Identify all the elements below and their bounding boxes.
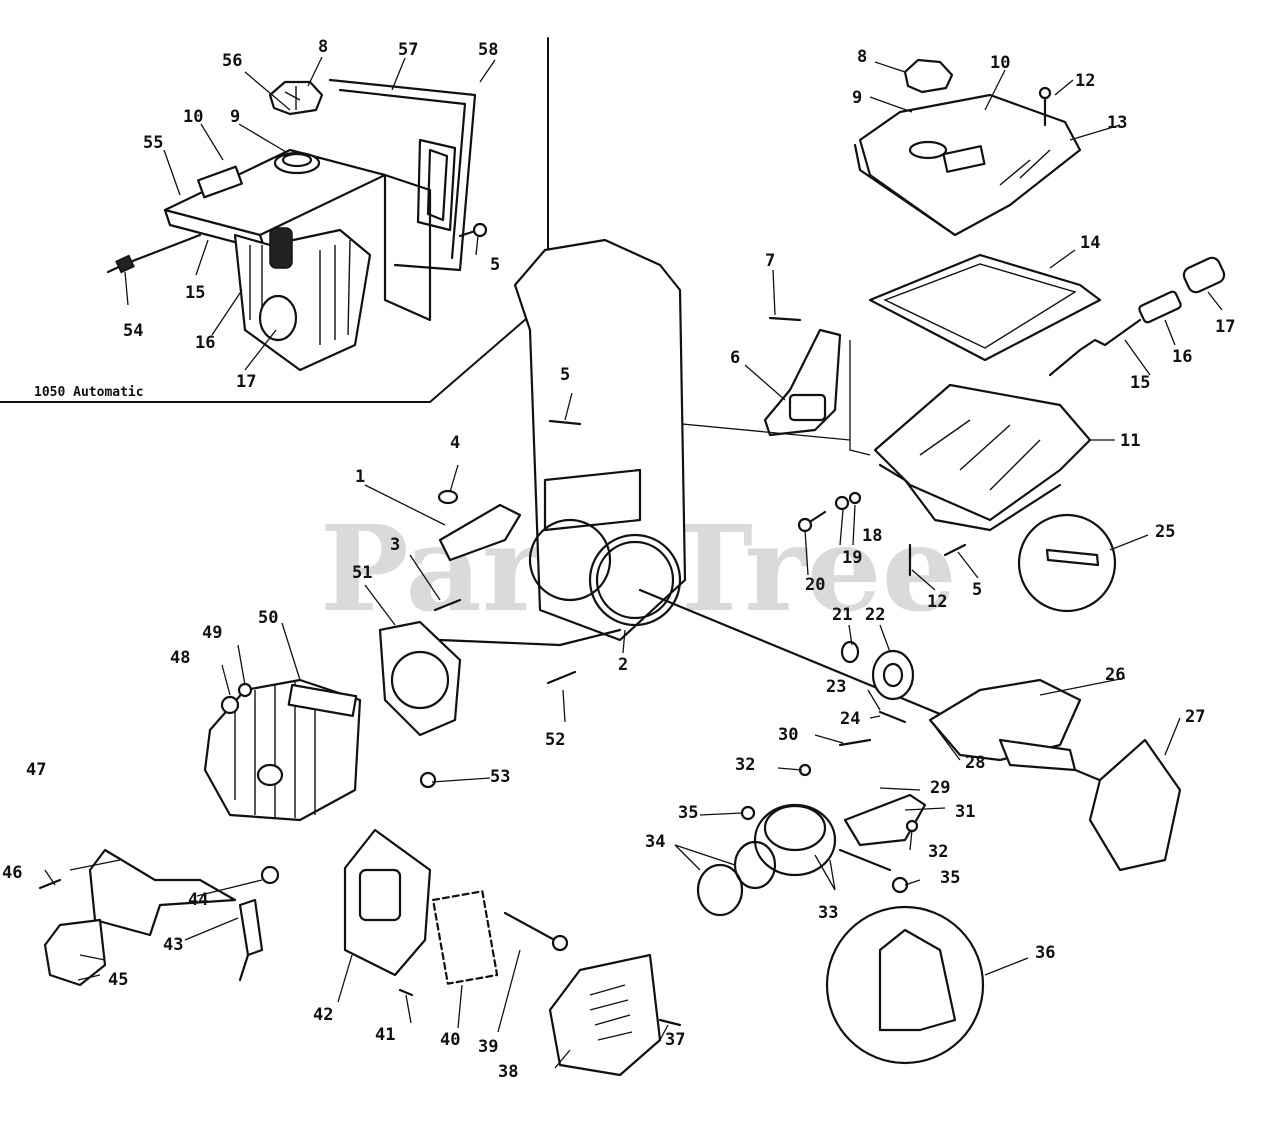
detail-circle-pin xyxy=(1017,513,1117,613)
inset-fuel-cap xyxy=(268,80,324,116)
callout-12-top: 12 xyxy=(1075,71,1095,91)
inset-callout-55: 55 xyxy=(143,133,163,153)
callout-6: 6 xyxy=(730,348,740,368)
callout-42: 42 xyxy=(313,1005,333,1025)
callout-10: 10 xyxy=(990,53,1010,73)
callout-12-bottom: 12 xyxy=(927,592,947,612)
fuel-cap xyxy=(903,58,954,94)
callout-53: 53 xyxy=(490,767,510,787)
spark-plug-boot xyxy=(43,918,107,987)
tank-gasket xyxy=(868,253,1102,362)
callout-48: 48 xyxy=(170,648,190,668)
piston-ring xyxy=(696,863,744,917)
callout-38: 38 xyxy=(498,1062,518,1082)
callout-17: 17 xyxy=(1215,317,1235,337)
piston xyxy=(753,803,837,877)
callout-16: 16 xyxy=(1172,347,1192,367)
callout-29: 29 xyxy=(930,778,950,798)
callout-34: 34 xyxy=(645,832,665,852)
callout-11: 11 xyxy=(1120,431,1140,451)
fuel-tank xyxy=(853,93,1082,237)
muffler-gasket xyxy=(431,890,499,985)
callout-18: 18 xyxy=(862,526,882,546)
cylinder-gasket xyxy=(378,620,462,737)
callout-37: 37 xyxy=(665,1030,685,1050)
spark-plug xyxy=(238,898,264,982)
callout-2: 2 xyxy=(618,655,628,675)
main-bearing xyxy=(871,649,915,701)
callout-51: 51 xyxy=(352,563,372,583)
callout-21: 21 xyxy=(832,605,852,625)
callout-35-left: 35 xyxy=(678,803,698,823)
callout-20: 20 xyxy=(805,575,825,595)
callout-31: 31 xyxy=(955,802,975,822)
inset-fuel-tank xyxy=(163,78,477,372)
callout-5-bottom: 5 xyxy=(972,580,982,600)
inset-callout-15: 15 xyxy=(185,283,205,303)
callout-25: 25 xyxy=(1155,522,1175,542)
inset-caption: 1050 Automatic xyxy=(34,385,144,400)
muffler xyxy=(548,953,662,1077)
callout-35-right: 35 xyxy=(940,868,960,888)
inset-callout-10: 10 xyxy=(183,107,203,127)
callout-leaders xyxy=(44,61,1223,1069)
callout-27: 27 xyxy=(1185,707,1205,727)
fuel-line xyxy=(1048,318,1142,377)
cylinder xyxy=(203,678,362,822)
engine-housing xyxy=(438,238,687,647)
callout-30: 30 xyxy=(778,725,798,745)
callout-9: 9 xyxy=(852,88,862,108)
crankshaft xyxy=(928,678,1082,772)
inset-callout-57: 57 xyxy=(398,40,418,60)
tank-base xyxy=(873,383,1092,532)
callout-47: 47 xyxy=(26,760,46,780)
fuel-line-end xyxy=(1182,256,1226,294)
detail-circle-cover xyxy=(825,905,985,1065)
muffler-base xyxy=(343,828,432,977)
crankcase-cover xyxy=(1088,738,1182,872)
callout-24: 24 xyxy=(840,709,860,729)
callout-5-top: 5 xyxy=(560,365,570,385)
callout-44: 44 xyxy=(188,890,208,910)
callout-14: 14 xyxy=(1080,233,1100,253)
callout-8: 8 xyxy=(857,47,867,67)
callout-19: 19 xyxy=(842,548,862,568)
inset-callout-58: 58 xyxy=(478,40,498,60)
inset-callout-54: 54 xyxy=(123,321,143,341)
inset-1050-automatic: 1050 Automatic xyxy=(0,37,549,403)
callout-33: 33 xyxy=(818,903,838,923)
callout-4: 4 xyxy=(450,433,460,453)
housing-arm xyxy=(438,503,522,562)
inset-callout-5: 5 xyxy=(490,255,500,275)
callout-26: 26 xyxy=(1105,665,1125,685)
callout-36: 36 xyxy=(1035,943,1055,963)
callout-3: 3 xyxy=(390,535,400,555)
callout-1: 1 xyxy=(355,467,365,487)
inset-callout-56: 56 xyxy=(222,51,242,71)
callout-13: 13 xyxy=(1107,113,1127,133)
inset-callout-9: 9 xyxy=(230,107,240,127)
cylinder-shroud xyxy=(88,848,237,937)
callout-22: 22 xyxy=(865,605,885,625)
callout-28: 28 xyxy=(965,753,985,773)
callout-39: 39 xyxy=(478,1037,498,1057)
inset-callout-8: 8 xyxy=(318,37,328,57)
callout-50: 50 xyxy=(258,608,278,628)
callout-32-left: 32 xyxy=(735,755,755,775)
callout-15: 15 xyxy=(1130,373,1150,393)
inset-callout-17: 17 xyxy=(236,372,256,392)
callout-52: 52 xyxy=(545,730,565,750)
callout-7: 7 xyxy=(765,251,775,271)
callout-49: 49 xyxy=(202,623,222,643)
callout-32-right: 32 xyxy=(928,842,948,862)
callout-46: 46 xyxy=(2,863,22,883)
fuel-filter xyxy=(1138,290,1182,324)
inset-callout-16: 16 xyxy=(195,333,215,353)
callout-40: 40 xyxy=(440,1030,460,1050)
callout-23: 23 xyxy=(826,677,846,697)
callout-45: 45 xyxy=(108,970,128,990)
callout-43: 43 xyxy=(163,935,183,955)
callout-41: 41 xyxy=(375,1025,395,1045)
